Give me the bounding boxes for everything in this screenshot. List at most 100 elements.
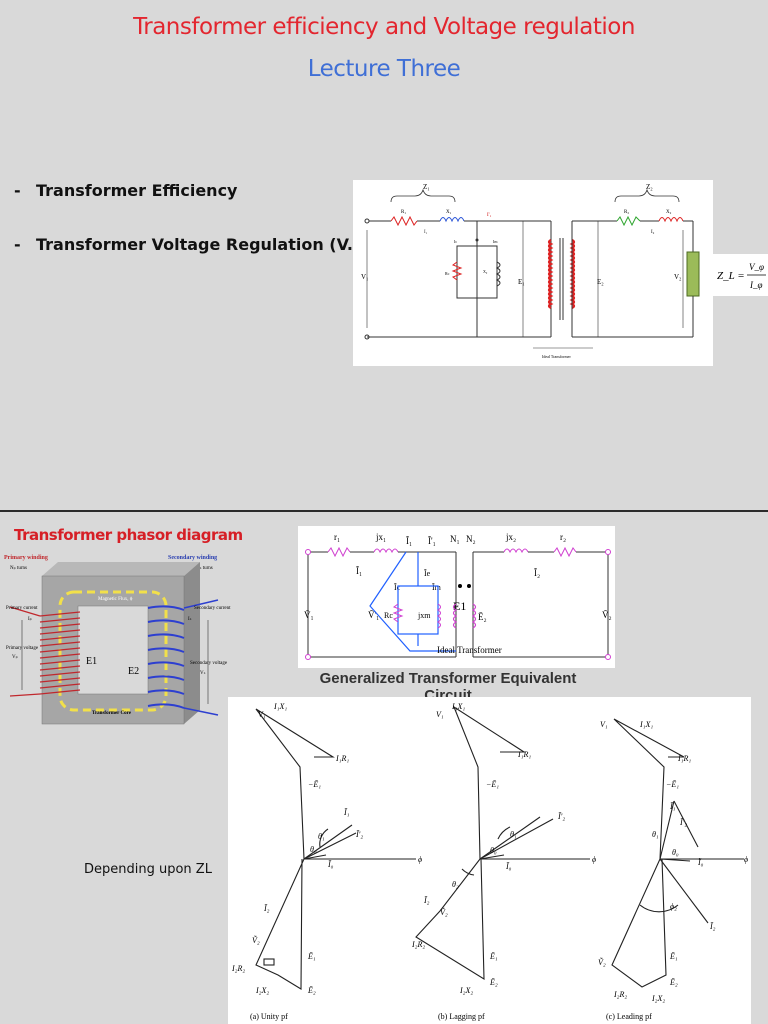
- c-v1: V₁: [600, 720, 608, 729]
- b-e2: Ē₂: [489, 978, 498, 987]
- label-ic: Ĩc: [394, 582, 401, 592]
- primary-voltage-label: Primary voltage: [6, 646, 39, 651]
- c-phi2: ϕ₂: [670, 902, 677, 911]
- c-i2: Ĩ₂: [709, 922, 716, 931]
- c-i2x2: I₂X₂: [651, 994, 665, 1003]
- bullet-efficiency: -Transformer Efficiency: [14, 181, 237, 200]
- slide-divider: [0, 510, 768, 512]
- e1-label: E1: [86, 656, 97, 667]
- label-e2: E₂: [597, 278, 604, 286]
- label-ideal-transformer: Ideal Transformer: [542, 354, 571, 359]
- a-phi: ϕ: [418, 855, 422, 864]
- c-v2: Ṽ₂: [598, 958, 606, 967]
- label-x0: X₀: [483, 269, 488, 274]
- label-i1: I₁: [424, 230, 428, 235]
- label-jx2: jx₂: [505, 532, 516, 542]
- label-v1: V₁: [361, 273, 369, 281]
- slide-subtitle: Lecture Three: [307, 56, 461, 82]
- caption-leading-pf: (c) Leading pf: [606, 1012, 652, 1021]
- a-e1: Ē₁: [307, 952, 316, 961]
- vs-label: Vₛ: [200, 671, 206, 676]
- label-rc: Rc: [384, 611, 393, 620]
- transformer-core-image: Primary winding Nₚ turns Secondary windi…: [0, 550, 232, 738]
- slide-title: Transformer efficiency and Voltage regul…: [133, 14, 635, 40]
- label-v1-prime: Ṽ'₁: [368, 610, 379, 620]
- label-v2: Ṽ₂: [602, 610, 612, 620]
- c-i2-prime: Ĩ'₂: [679, 818, 687, 827]
- bullet-dash: -: [14, 181, 21, 200]
- label-ic: Ic: [454, 239, 457, 244]
- b-i0: Ĩ₀: [505, 862, 512, 871]
- ip-label: Iₚ: [28, 617, 32, 622]
- b-theta0: θ₀: [490, 846, 497, 855]
- label-i2: I₂: [651, 230, 655, 235]
- a-i2r2: I₂R₂: [231, 964, 245, 973]
- label-im: Im: [493, 239, 498, 244]
- bullet-text: Transformer Efficiency: [36, 181, 238, 200]
- magnetic-flux-label: Magnetic Flux, ϕ: [98, 597, 133, 602]
- label-i1-prime: Ĩ'₁: [428, 536, 436, 546]
- label-jx1: jx₁: [375, 532, 386, 542]
- equivalent-circuit-image: Z₁ Z₂ R₁ X₁ R₂ X₂ I₁ I'₁ I₂ V₁: [353, 180, 713, 366]
- bullet-dash: -: [14, 235, 21, 254]
- label-ie: Ĩe: [424, 568, 431, 578]
- bullet-text: Transformer Voltage Regulation (V.R%): [36, 235, 389, 254]
- c-i2r2: I₂R₂: [613, 990, 627, 999]
- transformer-core-diagram: Primary winding Nₚ turns Secondary windi…: [4, 555, 231, 725]
- caption-unity-pf: (a) Unity pf: [250, 1012, 288, 1021]
- phasor-diagrams: V₁ I₁X₁ I₁R₁ −Ē₁ Ĩ₁ Ĩ'₂ θ₁ θ₀ Ĩ₀ ϕ Ĩ₂ Ṽ₂…: [231, 702, 748, 1021]
- slide-phasor-diagram: Transformer phasor diagram Primary windi…: [0, 512, 768, 1024]
- label-x2: X₂: [666, 210, 672, 215]
- a-minus-e1: −Ē₁: [308, 780, 321, 789]
- label-v1: Ṽ₁: [304, 610, 314, 620]
- primary-winding-label: Primary winding: [4, 555, 48, 561]
- b-i1r1: I₁R₁: [517, 750, 531, 759]
- a-v1: V₁: [258, 710, 266, 719]
- secondary-winding-label: Secondary winding: [168, 555, 217, 561]
- label-r1: r₁: [334, 532, 340, 542]
- slide-title: Transformer phasor diagram: [14, 526, 243, 544]
- load-impedance-formula: Z_L = V_φ I_φ: [713, 254, 768, 296]
- a-v2: Ṽ₂: [252, 936, 260, 945]
- c-i1r1: I₁R₁: [677, 754, 691, 763]
- label-r2: r₂: [560, 532, 566, 542]
- c-i1x1: I₁X₁: [639, 720, 653, 729]
- a-i2x2: I₂X₂: [255, 986, 269, 995]
- b-v2: Ṽ₂: [440, 908, 448, 917]
- c-minus-e1: −Ē₁: [666, 780, 679, 789]
- depending-note: Depending upon ZL: [84, 862, 212, 877]
- b-minus-e1: −Ē₁: [486, 780, 499, 789]
- generalized-circuit-image: r₁ jx₁ Ĩ₁ Ĩ'₁ N₁ N₂ jx₂ r₂ Ĩ₁ Ĩ₂ Ĩe Ĩc Ĩ…: [298, 526, 615, 668]
- phasor-diagrams-image: V₁ I₁X₁ I₁R₁ −Ē₁ Ĩ₁ Ĩ'₂ θ₁ θ₀ Ĩ₀ ϕ Ĩ₂ Ṽ₂…: [228, 697, 751, 1024]
- label-n2: N₂: [466, 534, 476, 544]
- label-v2: V₂: [674, 273, 682, 281]
- c-phi: ϕ: [744, 855, 748, 864]
- a-i1r1: I₁R₁: [335, 754, 349, 763]
- a-i2: Ĩ₂: [263, 904, 270, 913]
- c-i1: Ĩ₁: [669, 802, 676, 811]
- c-theta1: θ₁: [652, 830, 659, 839]
- a-i1x1: I₁X₁: [273, 702, 287, 711]
- zl-numerator: V_φ: [749, 262, 764, 272]
- primary-current-label: Primary current: [6, 606, 38, 611]
- equivalent-circuit-diagram: Z₁ Z₂ R₁ X₁ R₂ X₂ I₁ I'₁ I₂ V₁: [361, 183, 700, 359]
- a-theta0: θ₀: [310, 845, 317, 854]
- secondary-voltage-label: Secondary voltage: [190, 661, 228, 666]
- label-jxm: jxm: [417, 611, 431, 620]
- ns-turns-label: Nₛ turns: [196, 566, 213, 571]
- a-i1: Ĩ₁: [343, 808, 350, 817]
- label-r1: R₁: [401, 210, 406, 215]
- a-i2-prime: Ĩ'₂: [355, 830, 363, 839]
- label-r2: R₂: [624, 210, 629, 215]
- label-im: Ĩm: [432, 582, 442, 592]
- b-i1x1: I₁X₁: [451, 702, 465, 711]
- slide-lecture-three: Transformer efficiency and Voltage regul…: [0, 0, 768, 510]
- a-e2: Ē₂: [307, 986, 316, 995]
- label-e1: E₁: [518, 278, 525, 286]
- np-turns-label: Nₚ turns: [10, 566, 27, 571]
- b-i2: Ĩ₂: [423, 896, 430, 905]
- secondary-current-label: Secondary current: [194, 606, 231, 611]
- zl-denominator: I_φ: [749, 280, 762, 290]
- b-v1: V₁: [436, 710, 444, 719]
- e2-label: E2: [128, 666, 139, 677]
